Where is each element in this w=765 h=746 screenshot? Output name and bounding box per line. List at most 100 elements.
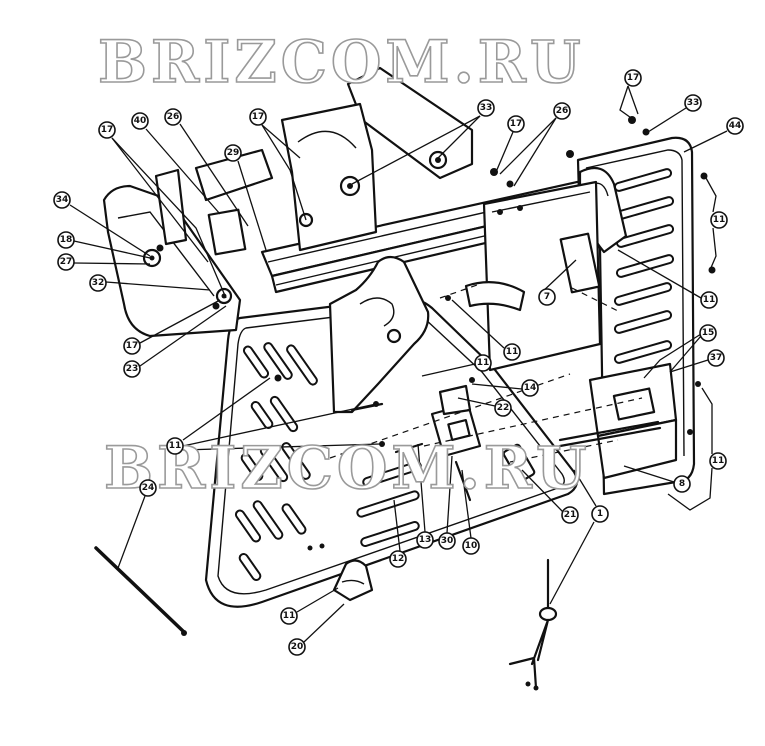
callout-circle: [416, 531, 434, 549]
callout-label: 34: [56, 195, 69, 205]
callout-label: 8: [679, 479, 685, 489]
middle-vertical-plate: [464, 180, 602, 372]
callout-circle: [389, 550, 407, 568]
callout-circle: [624, 69, 642, 87]
callout-label: 29: [227, 148, 240, 158]
callout-label: 11: [713, 215, 726, 225]
callout-circle: [684, 94, 702, 112]
callout-label: 27: [60, 257, 73, 267]
callout-1: 1: [591, 505, 609, 523]
callout-40: 40: [131, 112, 149, 130]
callout-17: 17: [98, 121, 116, 139]
callout-label: 37: [710, 353, 723, 363]
callout-11: 11: [280, 607, 298, 625]
callout-11: 11: [166, 437, 184, 455]
callout-circle: [699, 324, 717, 342]
callout-26: 26: [553, 102, 571, 120]
callout-label: 17: [101, 125, 114, 135]
callout-37: 37: [707, 349, 725, 367]
callout-label: 17: [510, 119, 523, 129]
callout-label: 11: [169, 441, 182, 451]
callout-circle: [166, 437, 184, 455]
callout-8: 8: [673, 475, 691, 493]
callout-44: 44: [726, 117, 744, 135]
callout-label: 11: [506, 347, 519, 357]
lynch-pin: [508, 558, 558, 691]
callout-11: 11: [474, 354, 492, 372]
lower-hitch-bracket: [558, 362, 678, 480]
callout-circle: [673, 475, 691, 493]
callout-label: 20: [291, 642, 304, 652]
callout-label: 18: [60, 235, 73, 245]
callout-14: 14: [521, 379, 539, 397]
callout-circle: [462, 537, 480, 555]
callout-label: 12: [392, 554, 405, 564]
callout-label: 33: [480, 103, 493, 113]
callout-circle: [709, 452, 727, 470]
callout-29: 29: [224, 144, 242, 162]
callout-label: 24: [142, 483, 155, 493]
callout-33: 33: [477, 99, 495, 117]
plate-slots: [234, 342, 422, 582]
callout-label: 30: [441, 536, 454, 546]
callout-circle: [53, 191, 71, 209]
callout-17: 17: [624, 69, 642, 87]
callout-circle: [503, 343, 521, 361]
callout-17: 17: [507, 115, 525, 133]
callout-label: 11: [477, 358, 490, 368]
callout-13: 13: [416, 531, 434, 549]
callout-circle: [438, 532, 456, 550]
callout-circle: [477, 99, 495, 117]
callout-circle: [123, 360, 141, 378]
callout-label: 10: [465, 541, 478, 551]
callout-circle: [57, 253, 75, 271]
callout-label: 33: [687, 98, 700, 108]
callout-18: 18: [57, 231, 75, 249]
callout-label: 22: [497, 403, 510, 413]
callout-circle: [139, 479, 157, 497]
left-side-bracket: [102, 148, 274, 338]
callout-label: 1: [597, 509, 603, 519]
upper-bracket: [280, 66, 474, 252]
callout-11: 11: [503, 343, 521, 361]
callout-26: 26: [164, 108, 182, 126]
callout-circle: [561, 506, 579, 524]
callout-label: 17: [252, 112, 265, 122]
callout-circle: [288, 638, 306, 656]
callout-label: 17: [126, 341, 139, 351]
callout-circle: [710, 211, 728, 229]
part-callouts: 1733442617331726401729341827321723111171…: [53, 69, 744, 656]
watermark-middle: BRIZCOM.RU: [104, 434, 591, 502]
callout-label: 44: [729, 121, 742, 131]
callout-11: 11: [709, 452, 727, 470]
callout-15: 15: [699, 324, 717, 342]
callout-label: 40: [134, 116, 147, 126]
callout-circle: [57, 231, 75, 249]
callout-23: 23: [123, 360, 141, 378]
callout-label: 14: [524, 383, 537, 393]
callout-circle: [131, 112, 149, 130]
callout-label: 32: [92, 278, 105, 288]
callout-label: 13: [419, 535, 432, 545]
callout-32: 32: [89, 274, 107, 292]
callout-label: 11: [283, 611, 296, 621]
callout-circle: [123, 337, 141, 355]
callout-33: 33: [684, 94, 702, 112]
callout-label: 26: [556, 106, 569, 116]
callout-label: 26: [167, 112, 180, 122]
callout-20: 20: [288, 638, 306, 656]
foot-part: [332, 559, 374, 602]
callout-11: 11: [700, 291, 718, 309]
callout-label: 11: [712, 456, 725, 466]
callout-circle: [521, 379, 539, 397]
callout-circle: [591, 505, 609, 523]
callout-circle: [726, 117, 744, 135]
callout-10: 10: [462, 537, 480, 555]
front-plate: [204, 296, 579, 608]
callout-label: 11: [703, 295, 716, 305]
callout-12: 12: [389, 550, 407, 568]
callout-label: 7: [544, 292, 550, 302]
callout-circle: [224, 144, 242, 162]
callout-label: 21: [564, 510, 577, 520]
callout-circle: [553, 102, 571, 120]
